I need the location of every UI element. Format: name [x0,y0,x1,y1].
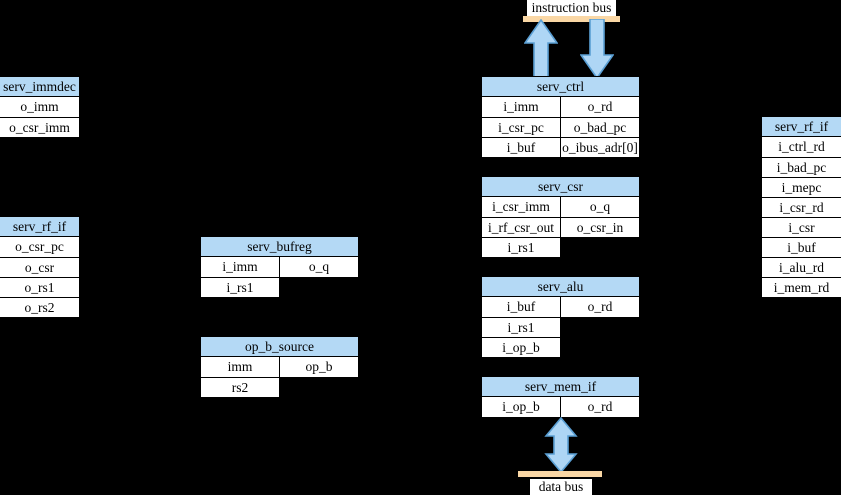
port-out: o_rs1 [0,278,79,297]
table-row: o_rs2 [0,297,79,317]
table-row: rs2 [201,377,358,397]
table-row: i_op_b o_rd [482,397,639,417]
module-title: serv_rf_if [762,117,841,137]
port-in: i_csr_imm [482,197,561,217]
module-title: op_b_source [201,337,358,357]
instruction-bus-label: instruction bus [527,0,616,16]
module-serv-rf-if-left[interactable]: serv_rf_if o_csr_pc o_csr o_rs1 o_rs2 [0,216,80,317]
module-title: serv_csr [482,177,639,197]
table-row: i_rf_csr_out o_csr_in [482,217,639,237]
port-in: i_csr [762,218,841,237]
module-op-b-source[interactable]: op_b_source imm op_b rs2 [200,336,359,397]
table-row: i_csr_imm o_q [482,197,639,217]
port-in: i_alu_rd [762,258,841,277]
module-title: serv_mem_if [482,377,639,397]
table-row: i_op_b [482,337,639,357]
table-row: o_csr_imm [0,117,79,137]
ibus-read-arrow-icon [524,19,558,79]
module-serv-immdec[interactable]: serv_immdec o_imm o_csr_imm [0,76,80,137]
port-in: i_imm [201,257,280,277]
table-row: i_csr [762,217,841,237]
table-row: i_bad_pc [762,157,841,177]
port-out: o_bad_pc [561,118,639,137]
port-in: i_bad_pc [762,158,841,177]
table-row: i_csr_rd [762,197,841,217]
port-in: i_buf [482,297,561,317]
table-row: i_mem_rd [762,277,841,297]
table-row: i_rs1 [201,277,358,297]
empty-cell [561,238,639,257]
table-row: o_rs1 [0,277,79,297]
empty-cell [561,318,639,337]
table-row: i_rs1 [482,237,639,257]
data-bus-label: data bus [530,479,592,495]
module-title: serv_ctrl [482,77,639,97]
port-in: imm [201,357,280,377]
port-in: i_op_b [482,338,561,357]
port-in: i_mepc [762,178,841,197]
port-in: i_rs1 [482,238,561,257]
table-row: o_imm [0,97,79,117]
port-out: op_b [280,357,358,377]
module-serv-bufreg[interactable]: serv_bufreg i_imm o_q i_rs1 [200,236,359,297]
port-in: i_rs1 [482,318,561,337]
table-row: i_csr_pc o_bad_pc [482,117,639,137]
port-out: o_csr_imm [0,118,79,137]
module-title: serv_alu [482,277,639,297]
module-serv-ctrl[interactable]: serv_ctrl i_imm o_rd i_csr_pc o_bad_pc i… [481,76,640,157]
data-bus-bar [518,471,602,477]
empty-cell [280,378,358,397]
table-row: imm op_b [201,357,358,377]
port-in: i_mem_rd [762,278,841,297]
module-title: serv_rf_if [0,217,79,237]
port-in: i_rs1 [201,278,280,297]
table-row: i_imm o_q [201,257,358,277]
instruction-bus-bar [523,16,620,22]
module-serv-mem-if[interactable]: serv_mem_if i_op_b o_rd [481,376,640,417]
module-title: serv_bufreg [201,237,358,257]
port-in: i_csr_rd [762,198,841,217]
table-row: i_imm o_rd [482,97,639,117]
module-serv-csr[interactable]: serv_csr i_csr_imm o_q i_rf_csr_out o_cs… [481,176,640,257]
table-row: i_alu_rd [762,257,841,277]
ibus-write-arrow-icon [580,19,614,79]
table-row: i_mepc [762,177,841,197]
port-out: o_ibus_adr[0] [561,138,639,157]
port-out: o_csr_in [561,218,639,237]
table-row: i_buf [762,237,841,257]
module-serv-rf-if-right[interactable]: serv_rf_if i_ctrl_rd i_bad_pc i_mepc i_c… [761,116,841,297]
table-row: o_csr_pc [0,237,79,257]
dbus-arrow-icon [544,417,578,473]
port-out: o_csr [0,258,79,277]
port-out: o_rd [561,397,639,417]
port-out: o_q [561,197,639,217]
port-in: i_op_b [482,397,561,417]
module-title: serv_immdec [0,77,79,97]
port-out: o_imm [0,97,79,117]
port-in: i_imm [482,97,561,117]
empty-cell [561,338,639,357]
table-row: i_ctrl_rd [762,137,841,157]
table-row: o_csr [0,257,79,277]
module-serv-alu[interactable]: serv_alu i_buf o_rd i_rs1 i_op_b [481,276,640,357]
port-in: i_rf_csr_out [482,218,561,237]
port-in: i_buf [762,238,841,257]
port-in: rs2 [201,378,280,397]
port-out: o_q [280,257,358,277]
empty-cell [280,278,358,297]
table-row: i_buf o_rd [482,297,639,317]
port-out: o_rd [561,97,639,117]
table-row: i_rs1 [482,317,639,337]
port-out: o_rs2 [0,298,79,317]
port-in: i_csr_pc [482,118,561,137]
table-row: i_buf o_ibus_adr[0] [482,137,639,157]
port-in: i_ctrl_rd [762,137,841,157]
port-out: o_rd [561,297,639,317]
port-out: o_csr_pc [0,237,79,257]
port-in: i_buf [482,138,561,157]
